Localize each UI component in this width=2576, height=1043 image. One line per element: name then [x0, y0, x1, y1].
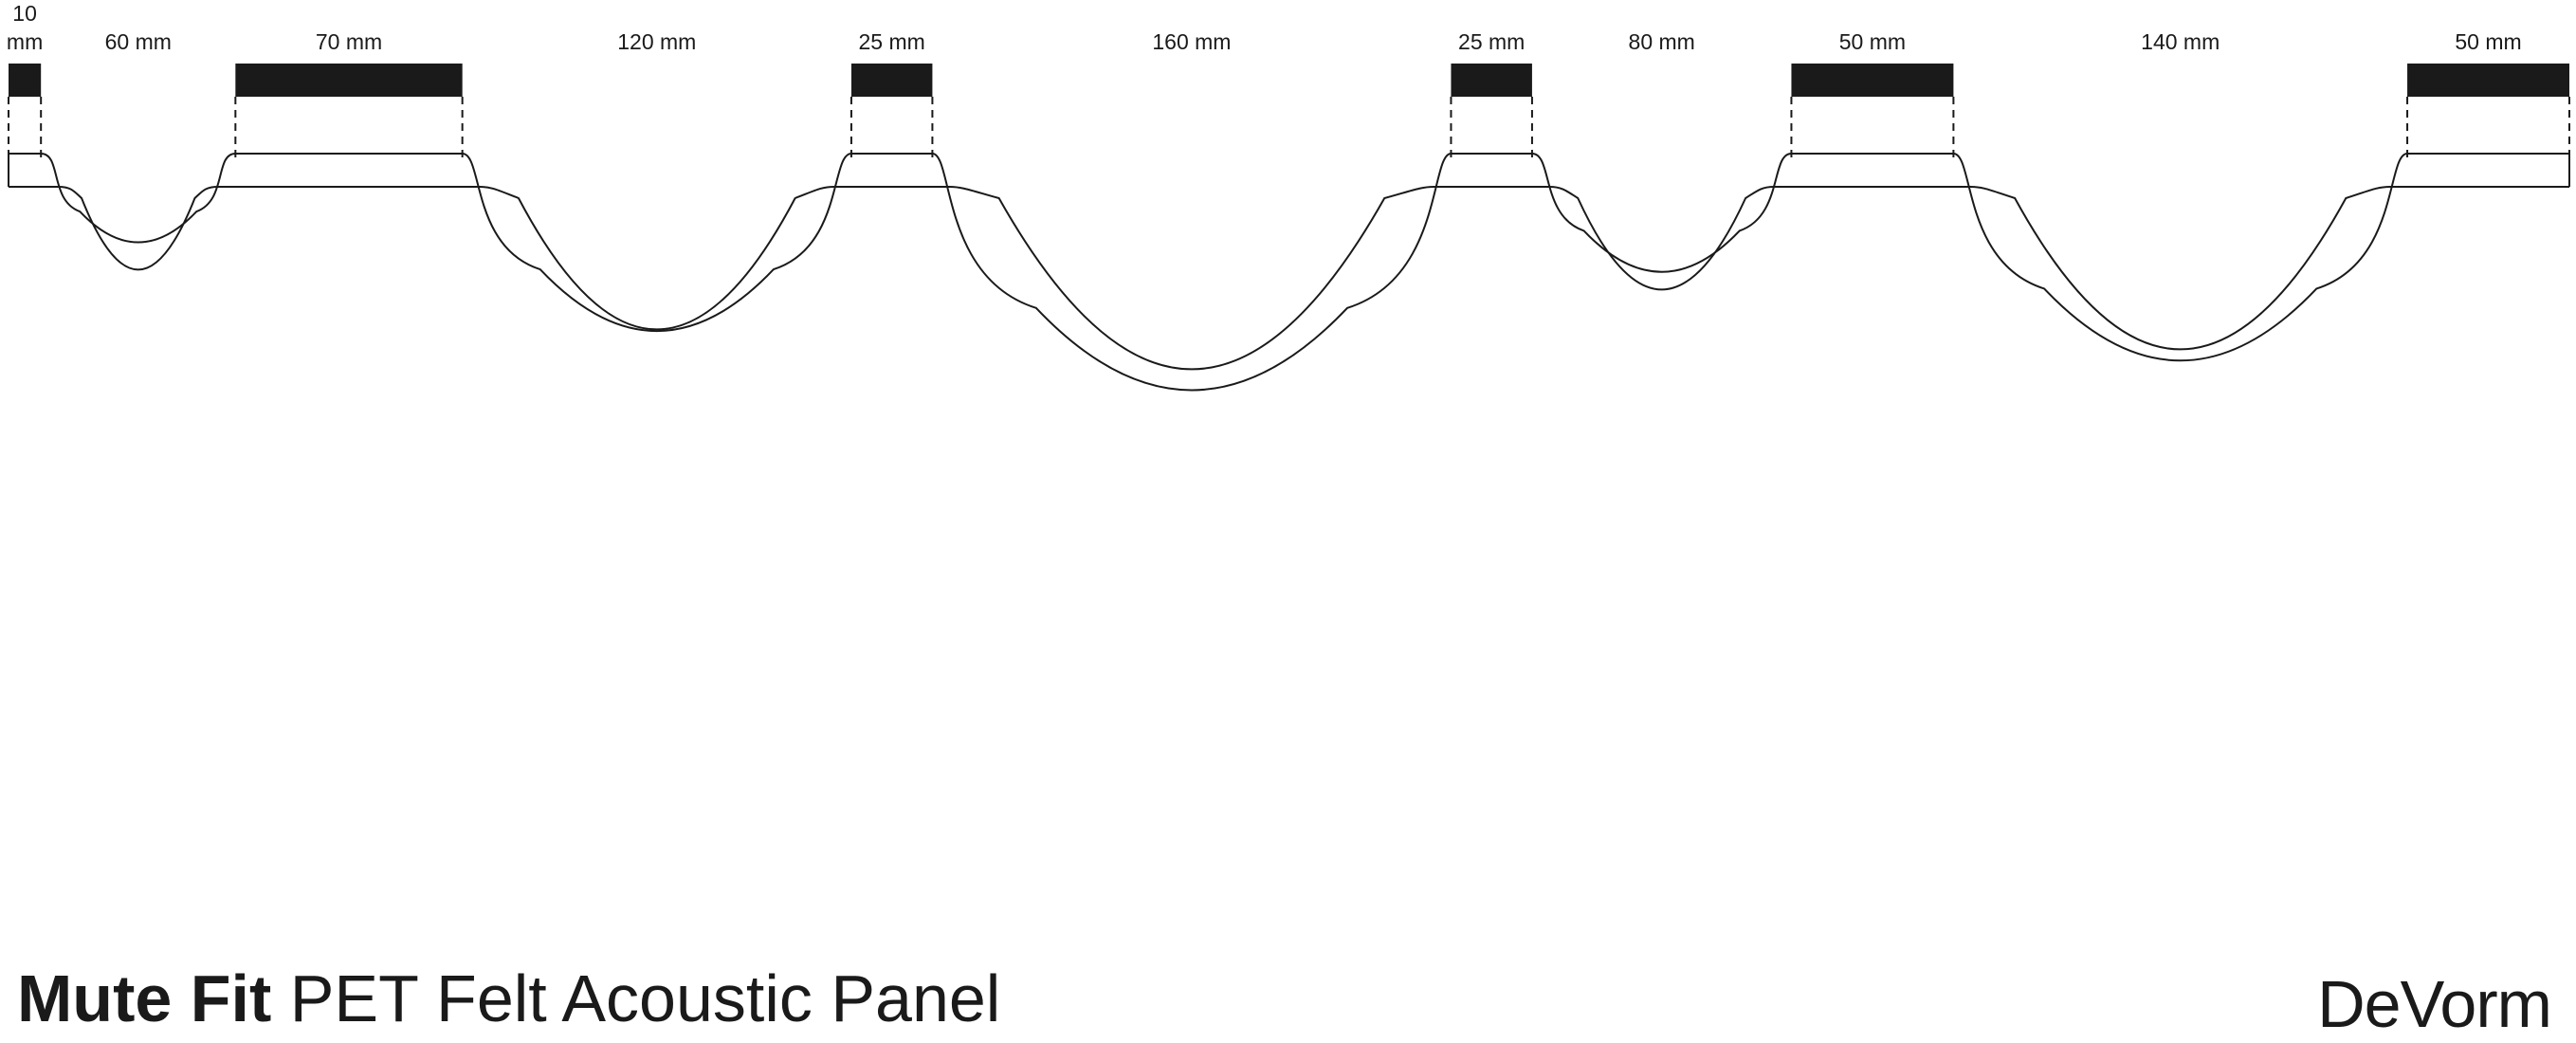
flat-marker-bar — [1791, 64, 1954, 97]
dimension-label: 160 mm — [1152, 29, 1231, 54]
flat-section-markers — [9, 64, 2569, 97]
flat-marker-bar — [9, 64, 42, 97]
dimension-label: 25 mm — [1458, 29, 1525, 54]
dimension-label: 120 mm — [617, 29, 696, 54]
brand-logo: DeVorm — [2317, 967, 2552, 1041]
flat-marker-bar — [235, 64, 463, 97]
flat-marker-bar — [2407, 64, 2569, 97]
flat-marker-bar — [1451, 64, 1532, 97]
dimension-label: 50 mm — [1839, 29, 1906, 54]
dimension-label: 140 mm — [2141, 29, 2220, 54]
dimension-guide-lines — [8, 97, 2570, 161]
dimension-label: 25 mm — [859, 29, 925, 54]
dimension-label-line2: mm — [7, 29, 43, 54]
dimension-label: 60 mm — [105, 29, 172, 54]
dimension-labels: 10 mm 60 mm 70 mm 120 mm 25 mm 160 mm 25 mm 80 m… — [7, 1, 2522, 54]
dimension-label-line1: 10 — [12, 1, 37, 26]
product-description: PET Felt Acoustic Panel — [289, 961, 1001, 1035]
flat-marker-bar — [850, 64, 933, 97]
dimension-label: 70 mm — [316, 29, 382, 54]
profile-top-edge — [9, 153, 2569, 392]
profile-bottom-edge — [9, 186, 2569, 371]
dimension-label: 50 mm — [2455, 29, 2521, 54]
product-title: Mute Fit PET Felt Acoustic Panel — [17, 965, 1000, 1032]
panel-cross-section — [8, 153, 2570, 392]
product-name: Mute Fit — [17, 961, 272, 1035]
dimension-label: 80 mm — [1629, 29, 1695, 54]
